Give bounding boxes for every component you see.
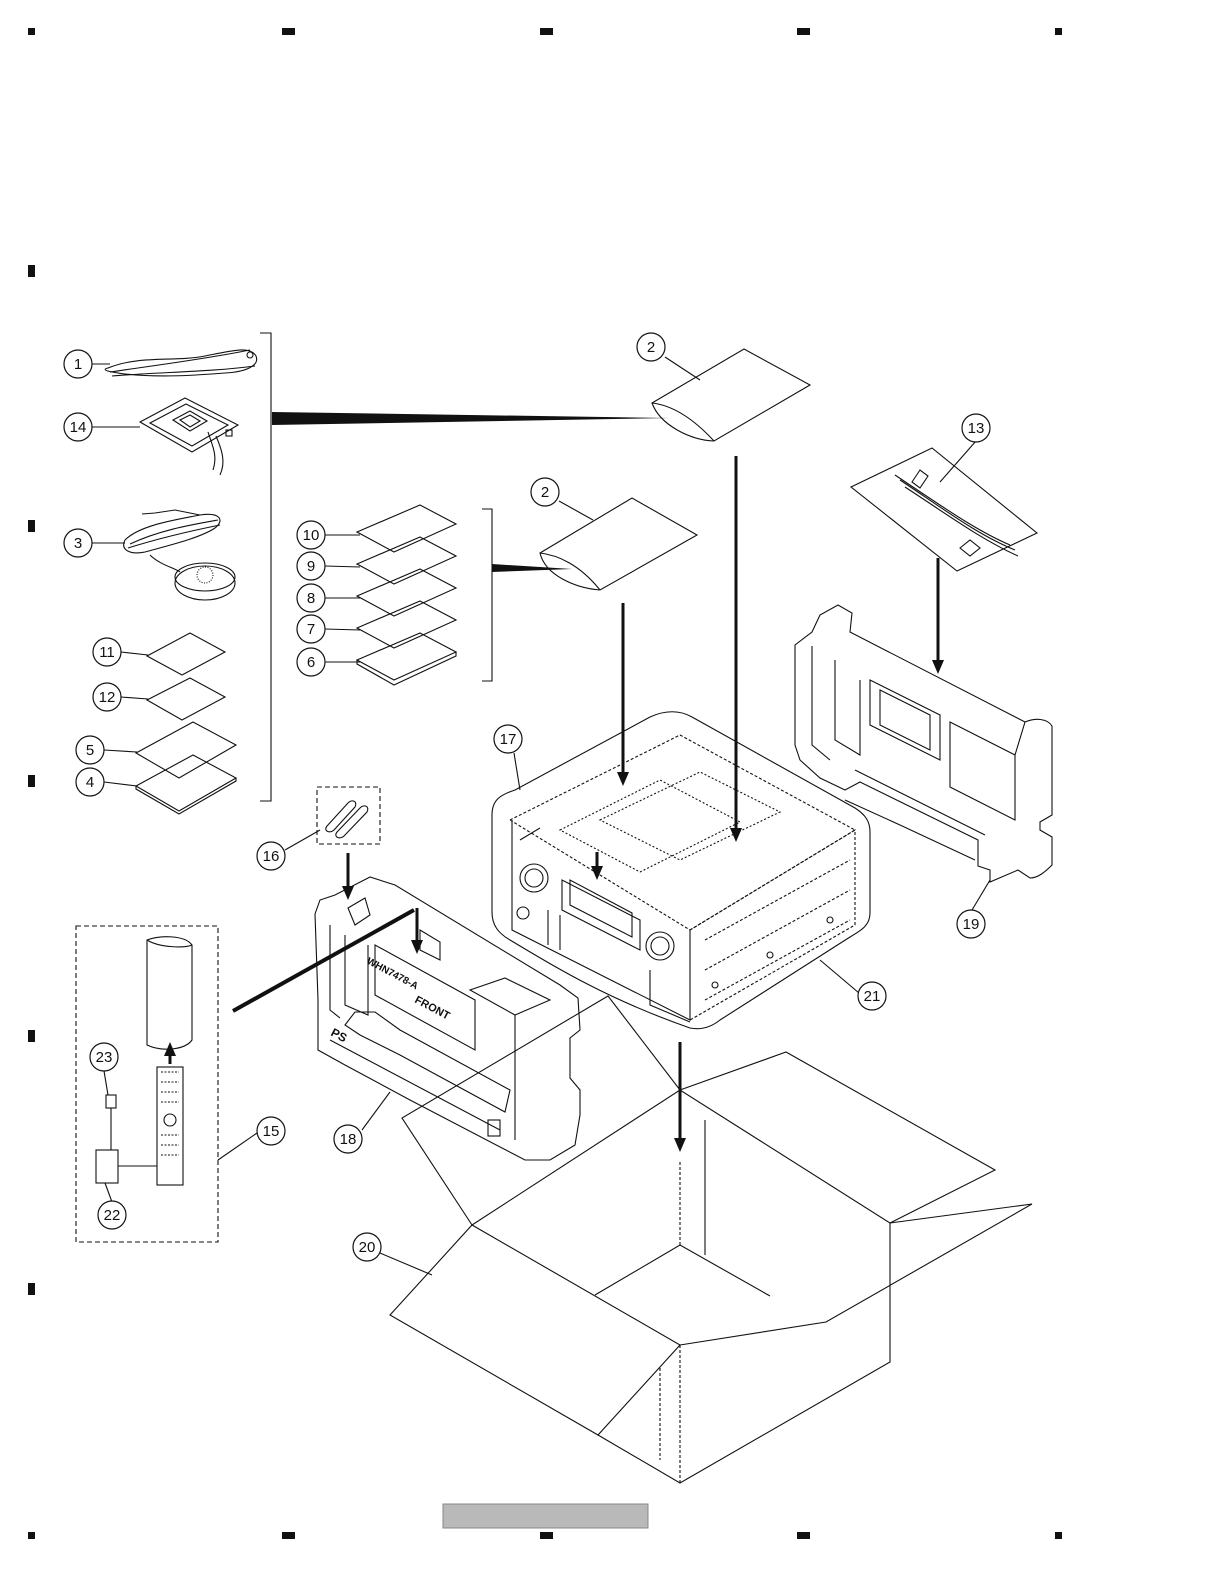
callout-10: 10 [297, 521, 325, 549]
callout-number: 22 [104, 1207, 121, 1224]
callout-14: 14 [64, 413, 92, 441]
callout-5: 5 [76, 736, 104, 764]
callout-number: 2 [647, 339, 655, 356]
callout-17: 17 [494, 725, 522, 753]
callout-number: 11 [99, 644, 115, 661]
wedge-bag-mid [492, 564, 572, 572]
callout-1: 1 [64, 350, 92, 378]
callout-number: 2 [541, 484, 549, 501]
callout-20: 20 [353, 1233, 381, 1261]
callout-2a: 2 [637, 333, 665, 361]
remote-kit-link [233, 910, 414, 1011]
callout-23: 23 [90, 1043, 118, 1071]
callout-number: 10 [303, 527, 320, 544]
callout-2b: 2 [531, 478, 559, 506]
callout-number: 1 [74, 356, 82, 373]
sheet-12 [147, 678, 225, 720]
receiver-21 [492, 712, 870, 1029]
callout-number: 23 [96, 1049, 113, 1066]
callout-number: 16 [263, 848, 280, 865]
sheet-4 [136, 755, 236, 811]
bag-2-mid [540, 498, 697, 590]
bag-2-top [652, 349, 810, 441]
callout-number: 13 [968, 420, 985, 437]
power-cord-13 [851, 448, 1037, 571]
assembly-arrows [164, 456, 944, 1152]
batteries-16 [317, 787, 380, 844]
sheet-4-edge [136, 778, 236, 814]
callout-8: 8 [297, 584, 325, 612]
callout-3: 3 [64, 529, 92, 557]
callout-13: 13 [962, 414, 990, 442]
foam-19 [795, 605, 1052, 882]
sheet-11 [147, 633, 225, 675]
callout-number: 7 [307, 621, 315, 638]
callout-number: 17 [500, 731, 517, 748]
cable-1 [105, 350, 256, 376]
setup-mic-3 [124, 510, 235, 600]
callout-9: 9 [297, 552, 325, 580]
callout-number: 21 [864, 988, 881, 1005]
footer-bar [443, 1504, 648, 1528]
callout-19: 19 [957, 910, 985, 938]
carton-20 [390, 996, 1032, 1483]
callout-18: 18 [334, 1125, 362, 1153]
registration-marks [28, 28, 1062, 1539]
callout-4: 4 [76, 768, 104, 796]
remote-kit-15 [76, 926, 218, 1242]
ps-stamp: PS [329, 1025, 350, 1045]
loop-antenna-14 [140, 398, 238, 475]
callout-number: 9 [307, 558, 315, 575]
callout-number: 6 [307, 654, 315, 671]
callout-21: 21 [858, 982, 886, 1010]
manual-stack [357, 505, 456, 685]
callout-12: 12 [93, 683, 121, 711]
callout-number: 5 [86, 742, 94, 759]
callout-number: 14 [70, 419, 87, 436]
callout-6: 6 [297, 648, 325, 676]
callout-number: 12 [99, 689, 116, 706]
callout-number: 19 [963, 916, 980, 933]
callout-number: 18 [340, 1131, 357, 1148]
callout-11: 11 [93, 638, 121, 666]
callout-number: 15 [263, 1123, 280, 1140]
front-stamp: FRONT [413, 994, 452, 1023]
callout-22: 22 [98, 1201, 126, 1229]
callout-number: 3 [74, 535, 82, 552]
callout-number: 8 [307, 590, 315, 607]
left-bracket [260, 333, 271, 801]
callout-7: 7 [297, 615, 325, 643]
callout-16: 16 [257, 842, 285, 870]
wedge-bag-top [272, 412, 670, 425]
part-code-stamp: WHN7478-A [365, 956, 420, 992]
callout-15: 15 [257, 1117, 285, 1145]
mid-bracket [482, 509, 492, 681]
foam-stamps: WHN7478-A FRONT PS [329, 956, 452, 1045]
callout-number: 4 [86, 774, 94, 791]
callout-number: 20 [359, 1239, 376, 1256]
